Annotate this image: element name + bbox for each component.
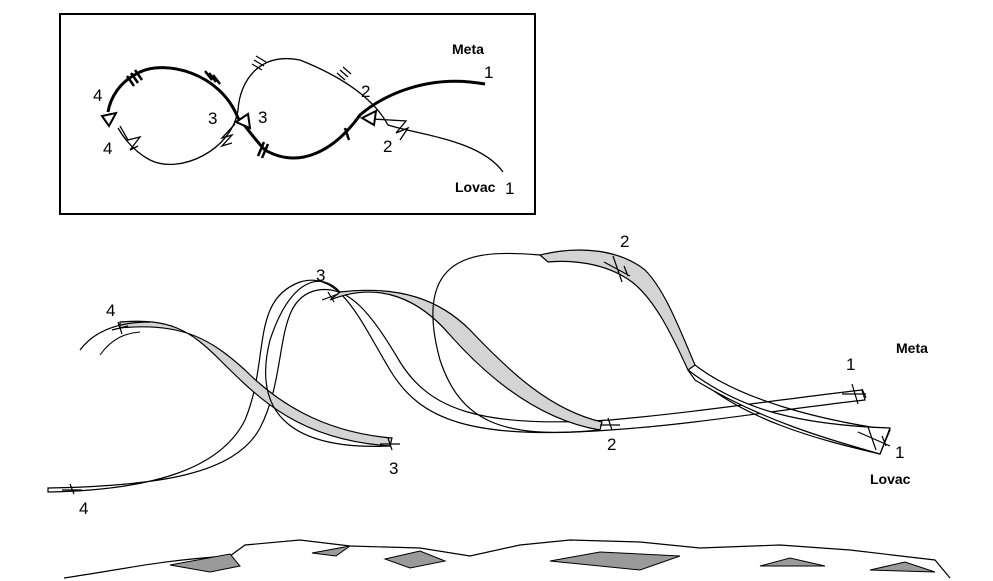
ribbon-start-curl xyxy=(79,321,151,351)
inset-hash-marks xyxy=(125,69,351,159)
terrain-patch-5 xyxy=(759,557,826,567)
inset-fighter-hash-marks xyxy=(251,55,352,81)
inset-frame xyxy=(59,13,536,215)
fighter-label: Lovac xyxy=(870,471,911,487)
lower-position-3: 3 xyxy=(389,459,398,478)
inset-fighter-position-3: 3 xyxy=(208,109,217,128)
inset-target-position-3: 3 xyxy=(258,108,267,127)
inset-fighter-position-4: 4 xyxy=(103,139,112,158)
upper-position-3: 3 xyxy=(316,266,325,285)
fighter-aircraft-2-icon xyxy=(600,417,620,431)
inset-target-position-2: 2 xyxy=(361,82,370,101)
inset-fighter-position-2: 2 xyxy=(383,137,392,156)
target-ribbon-tail xyxy=(687,369,891,455)
target-label: Meta xyxy=(896,340,928,356)
target-ribbon-segment-3 xyxy=(538,249,696,371)
inset-fighter-label: Lovac xyxy=(455,179,496,195)
ribbon-view: Meta Lovac 1 2 3 4 1 2 3 4 xyxy=(47,232,928,518)
target-ribbon-segment-1 xyxy=(119,320,393,447)
target-aircraft-2-icon xyxy=(603,255,631,283)
terrain-patch-1 xyxy=(169,553,241,573)
ribbon-start-curl-2 xyxy=(99,331,141,356)
target-ribbon-segment-2 xyxy=(329,289,603,431)
terrain xyxy=(63,539,951,579)
fighter-aircraft-3-icon xyxy=(380,437,400,451)
inset-triangle-markers xyxy=(100,109,378,130)
inset-target-label: Meta xyxy=(452,41,484,57)
lower-position-4: 4 xyxy=(79,499,88,518)
terrain-patch-3 xyxy=(383,550,447,569)
fighter-aircraft-4-icon xyxy=(62,483,82,495)
fighter-aircraft-1-icon xyxy=(857,426,891,451)
terrain-patch-4 xyxy=(549,551,681,571)
inset-fighter-position-1: 1 xyxy=(505,179,514,198)
fighter-ribbon xyxy=(47,279,866,493)
upper-position-1: 1 xyxy=(846,355,855,374)
terrain-outline xyxy=(63,539,951,579)
inset-zigzag-arrows xyxy=(119,118,410,151)
inset-panel: Meta Lovac 1 2 3 4 1 2 3 4 xyxy=(59,13,536,215)
lower-position-1: 1 xyxy=(895,443,904,462)
terrain-patch-2 xyxy=(311,545,351,557)
inset-fighter-path xyxy=(117,58,504,173)
inset-target-path xyxy=(106,66,486,160)
upper-position-4: 4 xyxy=(106,301,115,320)
terrain-patch-6 xyxy=(869,561,936,573)
lower-position-2: 2 xyxy=(607,435,616,454)
target-aircraft-4-icon xyxy=(111,321,129,335)
inset-target-position-4: 4 xyxy=(93,86,102,105)
upper-position-2: 2 xyxy=(620,232,629,251)
target-aircraft-1-icon xyxy=(842,383,867,405)
inset-target-position-1: 1 xyxy=(484,63,493,82)
aircraft-icons xyxy=(62,255,891,495)
target-aircraft-3-icon xyxy=(321,291,339,303)
